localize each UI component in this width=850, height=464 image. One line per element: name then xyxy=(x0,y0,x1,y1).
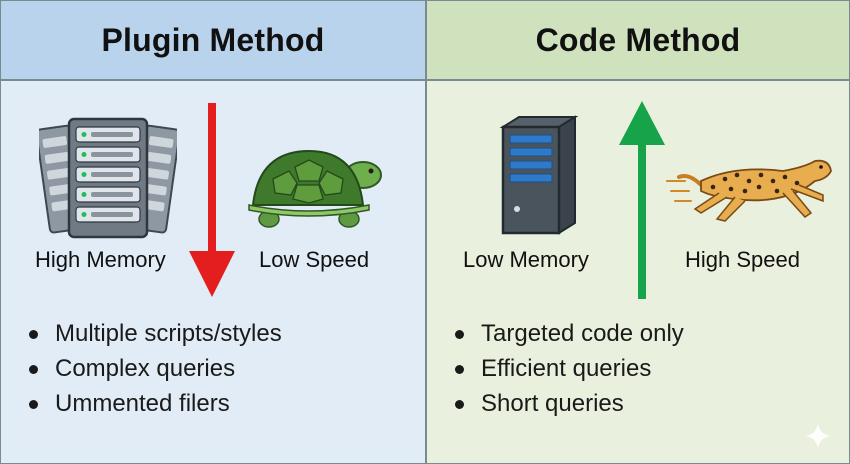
plugin-bullet-list: Multiple scripts/styles Complex queries … xyxy=(27,316,282,421)
sparkle-icon xyxy=(805,423,831,449)
server-rack-icon xyxy=(39,117,177,239)
server-tower-icon xyxy=(499,115,579,235)
high-memory-label: High Memory xyxy=(35,247,166,272)
code-method-title: Code Method xyxy=(535,21,741,58)
code-method-header: Code Method xyxy=(427,1,849,81)
low-speed-label: Low Speed xyxy=(259,247,370,272)
plugin-method-title: Plugin Method xyxy=(101,21,325,58)
list-item: Efficient queries xyxy=(453,351,684,386)
arrow-down-icon xyxy=(189,103,235,297)
list-item: Targeted code only xyxy=(453,316,684,351)
cheetah-icon xyxy=(666,159,832,222)
plugin-method-header: Plugin Method xyxy=(1,1,425,81)
code-method-panel: Code Method xyxy=(427,1,849,463)
list-item: Short queries xyxy=(453,386,684,421)
list-item: Ummented filers xyxy=(27,386,282,421)
low-memory-label: Low Memory xyxy=(463,247,589,272)
list-item: Multiple scripts/styles xyxy=(27,316,282,351)
code-bullet-list: Targeted code only Efficient queries Sho… xyxy=(453,316,684,421)
arrow-up-icon xyxy=(619,101,665,299)
list-item: Complex queries xyxy=(27,351,282,386)
high-speed-label: High Speed xyxy=(685,247,800,272)
turtle-icon xyxy=(248,149,382,228)
plugin-method-panel: Plugin Method xyxy=(1,1,427,463)
